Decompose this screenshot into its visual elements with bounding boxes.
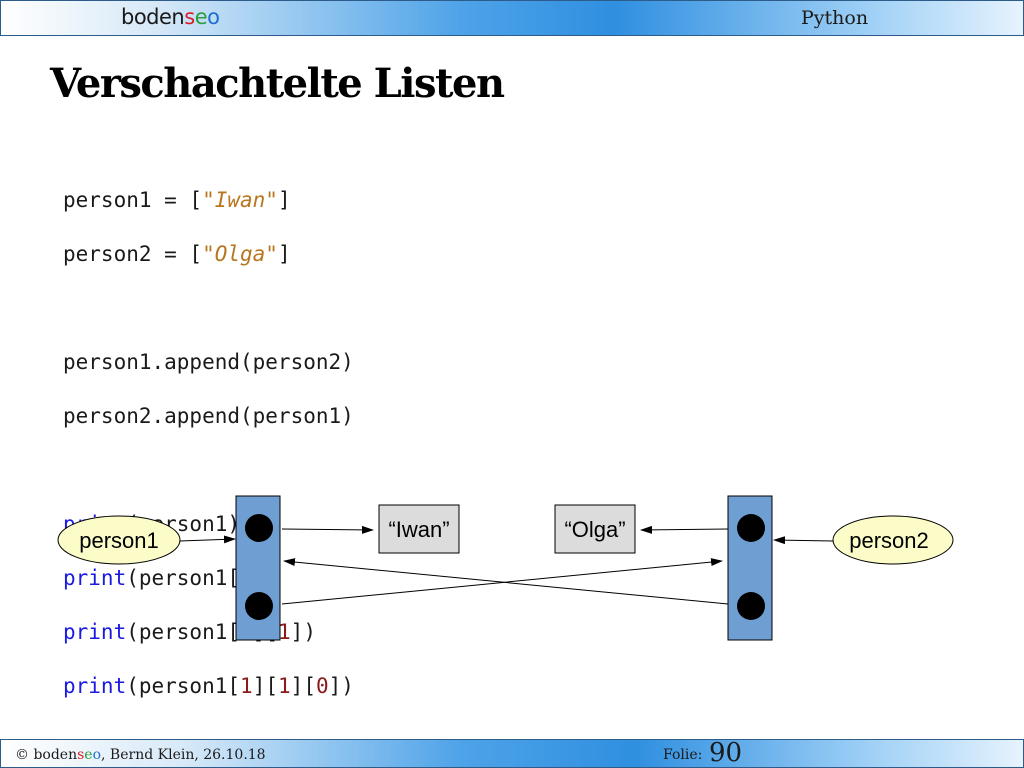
slide-title: Verschachtelte Listen <box>50 60 505 107</box>
footer-copyright: © bodenseo, Bernd Klein, 26.10.18 <box>15 747 266 763</box>
bodenseo-logo: bodenseo <box>121 5 220 29</box>
code-block: person1 = ["Iwan"] person2 = ["Olga"] pe… <box>63 160 354 727</box>
arrow-to-olga <box>640 525 729 534</box>
code-line-person1: person1 = ["Iwan"] <box>63 188 291 212</box>
arrow-person2-elem-to-person1 <box>283 558 729 605</box>
code-line-print4: print(person1[1][1][0]) <box>63 674 354 698</box>
olga-label: “Olga” <box>564 517 625 542</box>
person1-slot-1 <box>245 592 273 620</box>
footer-bar: © bodenseo, Bernd Klein, 26.10.18 Folie:… <box>0 738 1024 768</box>
olga-value-box: “Olga” <box>554 504 636 554</box>
footer-logo: bodenseo <box>33 747 102 763</box>
person1-slot-0 <box>245 514 273 542</box>
person2-node: person2 <box>832 515 954 565</box>
person2-slot-0 <box>737 514 765 542</box>
person2-slot-1 <box>737 592 765 620</box>
topic-label: Python <box>801 7 869 29</box>
person2-label: person2 <box>849 528 929 553</box>
iwan-label: “Iwan” <box>388 517 449 542</box>
code-line-append2: person2.append(person1) <box>63 404 354 428</box>
code-line-person2: person2 = ["Olga"] <box>63 242 291 266</box>
iwan-value-box: “Iwan” <box>378 504 460 554</box>
footer-folie-label: Folie: <box>663 747 703 763</box>
code-line-append1: person1.append(person2) <box>63 350 354 374</box>
slide-number: 90 <box>709 738 743 768</box>
arrow-person1-to-list <box>179 535 236 544</box>
list-reference-diagram: person1 person2 “Iwan” “Olga” <box>57 495 954 641</box>
person1-label: person1 <box>79 528 159 553</box>
arrow-person2-to-list <box>773 536 834 545</box>
person1-node: person1 <box>57 515 181 565</box>
header-bar: bodenseo Python <box>0 0 1024 36</box>
arrow-to-iwan <box>281 525 374 534</box>
